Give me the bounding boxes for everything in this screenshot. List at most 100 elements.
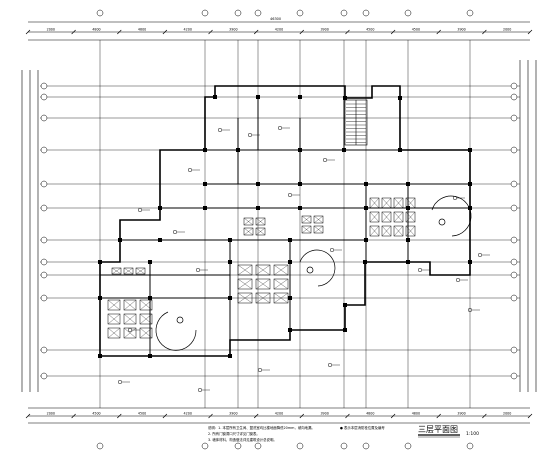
dimension-label: 3900 [457, 412, 465, 416]
column [213, 95, 217, 99]
bed-diagonal [313, 215, 324, 224]
annotation-mark [467, 307, 473, 313]
axis-bubble-bottom [404, 442, 412, 450]
column [468, 182, 472, 186]
bed-diagonal [273, 292, 289, 304]
axis-bubble-left [40, 346, 48, 354]
axis-bubble-bottom [296, 442, 304, 450]
bed-diagonal [107, 299, 121, 311]
bed-diagonal [405, 197, 416, 209]
bed-diagonal [139, 313, 153, 325]
room-annotation-marks [117, 125, 490, 393]
bed-block [273, 292, 289, 304]
dimension-tick [117, 413, 122, 419]
annotation-mark [455, 277, 461, 283]
column [158, 238, 162, 242]
axis-bubble-left [40, 258, 48, 266]
annotation-mark [172, 229, 178, 235]
axis-bubble-right [510, 258, 518, 266]
column [203, 206, 207, 210]
column [298, 206, 302, 210]
column [406, 260, 410, 264]
bed-diagonal [255, 278, 271, 290]
dimension-label: 3900 [320, 412, 328, 416]
bed-block [237, 292, 253, 304]
axis-bubble-bottom [201, 442, 209, 450]
axis-bubble-bottom [466, 442, 474, 450]
column [203, 148, 207, 152]
bed-block [123, 267, 134, 275]
axis-bubble-right [510, 114, 518, 122]
bed-block [369, 197, 380, 209]
column [228, 260, 232, 264]
dimension-tick [436, 29, 441, 35]
bed-block [381, 225, 392, 237]
bed-diagonal [381, 211, 392, 223]
axis-bubble-top [234, 9, 242, 17]
column [148, 260, 152, 264]
bed-block [381, 211, 392, 223]
dimension-tick [117, 29, 122, 35]
column [98, 296, 102, 300]
bed-diagonal [139, 299, 153, 311]
bed-diagonal [123, 313, 137, 325]
bed-block [135, 267, 146, 275]
annotation-mark [477, 252, 483, 258]
structural-columns [98, 95, 472, 358]
axis-bubble-left [40, 271, 48, 279]
dimension-label: 2000 [47, 412, 55, 416]
annotation-mark [322, 157, 328, 163]
bed-block [107, 299, 121, 311]
axis-bubble-right [510, 146, 518, 154]
dimension-label: 4500 [92, 412, 100, 416]
annotation-mark [117, 379, 123, 385]
column [406, 182, 410, 186]
axis-bubble-right [510, 236, 518, 244]
note-line-1: 说明：1. 本层所有卫生间、盥洗室均比楼地面降低20mm，坡向地漏。 [208, 425, 315, 430]
bed-block [107, 313, 121, 325]
axis-bubble-left [40, 146, 48, 154]
hydrant-legend: ● 表示本层消防栓位置及编号 [340, 425, 385, 430]
column [342, 148, 346, 152]
bed-block [243, 227, 254, 236]
overall-dimension: 46300 [270, 17, 281, 21]
column [256, 182, 260, 186]
column [98, 354, 102, 358]
bed-block [123, 299, 137, 311]
annotation-mark [137, 207, 143, 213]
dimension-tick [482, 29, 487, 35]
bed-diagonal [123, 327, 137, 339]
column [236, 148, 240, 152]
axis-bubble-left [40, 180, 48, 188]
bed-block [301, 215, 312, 224]
bed-diagonal [393, 211, 404, 223]
column [364, 206, 368, 210]
column [98, 260, 102, 264]
axis-bubble-left [40, 82, 48, 90]
bed-block [405, 211, 416, 223]
dimension-tick [71, 413, 76, 419]
top-dimension-chain [28, 21, 530, 41]
column [118, 238, 122, 242]
column [468, 260, 472, 264]
bed-diagonal [139, 327, 153, 339]
drawing-scale: 1:100 [466, 431, 479, 437]
bed-block [111, 267, 122, 275]
dimension-label: 4500 [412, 28, 420, 32]
annotation-mark [287, 192, 293, 198]
left-dimension-chain [21, 70, 39, 392]
axis-bubble-right [510, 93, 518, 101]
dimension-tick [345, 29, 350, 35]
column [148, 354, 152, 358]
bed-diagonal [243, 217, 254, 226]
axis-bubble-right [510, 204, 518, 212]
column [228, 296, 232, 300]
axis-bubble-top [404, 9, 412, 17]
column [468, 206, 472, 210]
dimension-tick [71, 29, 76, 35]
annotation-mark [452, 195, 458, 201]
dimension-tick [208, 29, 213, 35]
axis-bubble-top [466, 9, 474, 17]
